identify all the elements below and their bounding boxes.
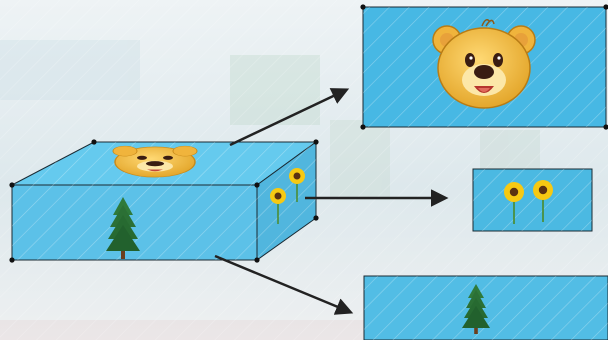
vertex-dot — [91, 139, 97, 145]
sunflower-icon — [270, 188, 286, 224]
vertex-dot — [313, 139, 319, 145]
vertex-dot — [313, 215, 319, 221]
vertex-dot — [254, 257, 260, 263]
vertex-dot — [360, 124, 366, 130]
vertex-dot — [9, 257, 15, 263]
vertex-dot — [603, 4, 608, 10]
pine-tree-icon — [106, 197, 140, 259]
sunflower-icon — [289, 168, 305, 202]
sunflower-icon — [533, 180, 553, 222]
side-view-panel — [472, 168, 593, 232]
pine-tree-icon — [462, 284, 490, 334]
arrow-top-view — [229, 88, 350, 147]
vertex-dot — [9, 182, 15, 188]
arrow-front-view — [214, 254, 354, 315]
bear-face-icon — [112, 145, 198, 178]
front-view-panel — [363, 275, 608, 340]
vertex-dot — [254, 182, 260, 188]
sunflower-icon — [504, 182, 524, 224]
vertex-dot — [603, 124, 608, 130]
vertex-dot — [360, 4, 366, 10]
cube — [9, 139, 319, 263]
top-view-panel — [360, 4, 608, 130]
bear-face-icon — [432, 19, 536, 109]
